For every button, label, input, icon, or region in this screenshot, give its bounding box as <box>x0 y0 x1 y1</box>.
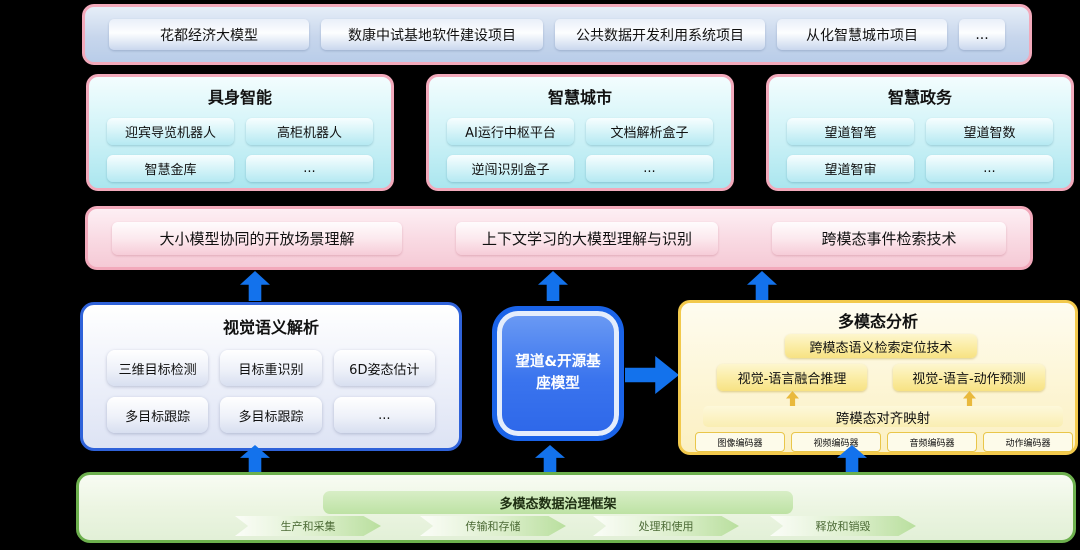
group-title: 智慧城市 <box>547 88 612 107</box>
stage-chevron: 生产和采集 <box>235 516 381 536</box>
encoder-box: 视频编码器 <box>791 432 881 452</box>
project-box-more: ... <box>959 19 1005 50</box>
projects-layer: 花都经济大模型 数康中试基地软件建设项目 公共数据开发利用系统项目 从化智慧城市… <box>82 4 1032 65</box>
vision-item: 多目标跟踪 <box>107 397 209 433</box>
vision-item: 多目标跟踪 <box>220 397 322 433</box>
stage-chevron: 处理和使用 <box>593 516 739 536</box>
domain-item: 望道智数 <box>926 118 1053 145</box>
vision-item-more: ... <box>333 397 435 433</box>
stage-chevron: 释放和销毁 <box>770 516 916 536</box>
governance-title-band: 多模态数据治理框架 <box>323 491 793 514</box>
group-title: 具身智能 <box>207 88 272 107</box>
panel-title: 多模态分析 <box>837 312 918 331</box>
domain-item-more: ... <box>246 155 373 182</box>
project-box: 花都经济大模型 <box>109 19 309 50</box>
multimodal-retrieval-box: 跨模态语义检索定位技术 <box>785 334 977 358</box>
up-arrow-icon <box>535 445 565 473</box>
vision-item: 目标重识别 <box>220 350 322 386</box>
vision-item: 三维目标检测 <box>107 350 209 386</box>
multimodal-action-box: 视觉-语言-动作预测 <box>893 364 1045 391</box>
vision-parsing-panel: 视觉语义解析 三维目标检测 目标重识别 6D姿态估计 多目标跟踪 多目标跟踪 .… <box>80 302 462 451</box>
up-arrow-icon <box>538 271 568 301</box>
capabilities-layer: 大小模型协同的开放场景理解 上下文学习的大模型理解与识别 跨模态事件检索技术 <box>85 206 1033 270</box>
domain-group-smart-government: 智慧政务 望道智笔 望道智数 望道智审 ... <box>766 74 1074 191</box>
domain-item: 逆闯识别盒子 <box>447 155 574 182</box>
encoder-box: 动作编码器 <box>983 432 1073 452</box>
encoder-box: 音频编码器 <box>887 432 977 452</box>
domain-item: 智慧金库 <box>107 155 234 182</box>
encoder-box: 图像编码器 <box>695 432 785 452</box>
capability-box: 跨模态事件检索技术 <box>772 221 1006 255</box>
group-title: 智慧政务 <box>887 88 952 107</box>
project-box: 从化智慧城市项目 <box>777 19 947 50</box>
up-arrow-icon <box>747 271 777 301</box>
up-arrow-icon <box>240 271 270 301</box>
domain-item-more: ... <box>926 155 1053 182</box>
multimodal-analysis-panel: 多模态分析 跨模态语义检索定位技术 视觉-语言融合推理 视觉-语言-动作预测 跨… <box>678 300 1078 455</box>
domain-item: 望道智笔 <box>787 118 914 145</box>
domain-item: 文档解析盒子 <box>586 118 713 145</box>
capability-box: 上下文学习的大模型理解与识别 <box>456 221 718 255</box>
right-arrow-icon <box>625 356 679 394</box>
domain-group-embodied-ai: 具身智能 迎宾导览机器人 高柜机器人 智慧金库 ... <box>86 74 394 191</box>
stage-chevron: 传输和存储 <box>420 516 566 536</box>
panel-title: 视觉语义解析 <box>222 318 319 337</box>
alignment-band: 跨模态对齐映射 <box>703 406 1063 427</box>
domain-item: AI运行中枢平台 <box>447 118 574 145</box>
domain-item: 高柜机器人 <box>246 118 373 145</box>
multimodal-fusion-box: 视觉-语言融合推理 <box>717 364 867 391</box>
domain-item: 望道智审 <box>787 155 914 182</box>
domain-item-more: ... <box>586 155 713 182</box>
project-box: 数康中试基地软件建设项目 <box>321 19 543 50</box>
vision-item: 6D姿态估计 <box>333 350 435 386</box>
domain-group-smart-city: 智慧城市 AI运行中枢平台 文档解析盒子 逆闯识别盒子 ... <box>426 74 734 191</box>
data-governance-panel: 多模态数据治理框架 生产和采集 传输和存储 处理和使用 释放和销毁 <box>76 472 1076 543</box>
domain-item: 迎宾导览机器人 <box>107 118 234 145</box>
capability-box: 大小模型协同的开放场景理解 <box>112 221 402 255</box>
base-model-box: 望道&开源基座模型 <box>492 306 624 441</box>
project-box: 公共数据开发利用系统项目 <box>555 19 765 50</box>
